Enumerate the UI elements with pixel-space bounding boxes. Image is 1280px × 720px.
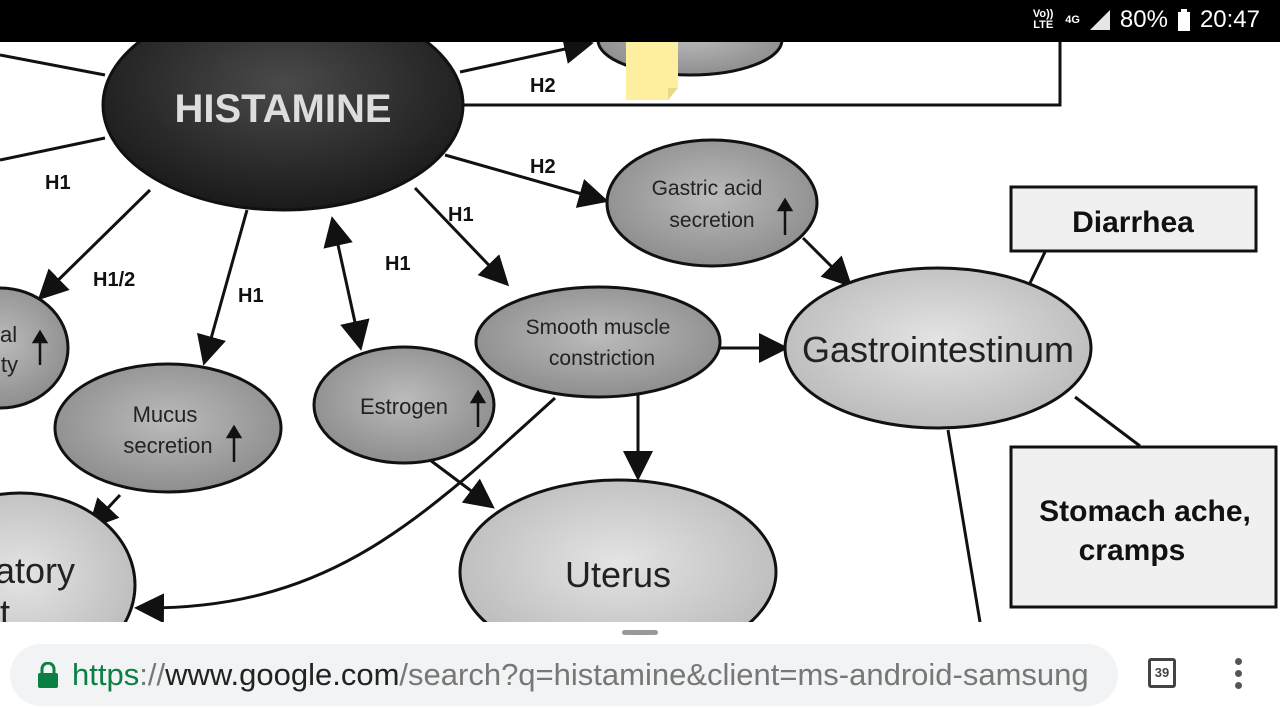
tab-switcher-button[interactable]: 39 xyxy=(1148,658,1176,688)
label-h1-2: H1/2 xyxy=(93,269,135,291)
battery-percent: 80% xyxy=(1119,6,1168,33)
label-h2-gastric: H2 xyxy=(530,156,556,178)
clock: 20:47 xyxy=(1199,6,1260,33)
node-bottom-left-1: atory xyxy=(0,550,75,591)
node-stomach-2: cramps xyxy=(1079,534,1186,567)
url-host: www.google.com xyxy=(165,657,400,692)
url-scheme: https xyxy=(72,657,140,692)
label-h1-left: H1 xyxy=(45,172,71,194)
node-histamine: HISTAMINE xyxy=(174,87,391,131)
node-smooth-2: constriction xyxy=(549,347,655,370)
url-path: /search?q=histamine&client=ms-android-sa… xyxy=(399,657,1089,692)
label-h1-smooth: H1 xyxy=(448,204,474,226)
lock-icon xyxy=(38,662,58,688)
network-indicator: 4G xyxy=(1065,13,1080,26)
node-smooth-1: Smooth muscle xyxy=(526,316,671,339)
drag-handle[interactable] xyxy=(622,630,658,635)
node-bottom-left-2: t xyxy=(0,592,10,622)
status-bar: Vo)) LTE 4G 80% 20:47 xyxy=(0,0,1280,42)
node-gastric-1: Gastric acid xyxy=(652,177,763,200)
label-h2-top: H2 xyxy=(530,75,556,97)
diagram-image: HISTAMINE Gastric acid secretion Diarrhe… xyxy=(0,42,1280,622)
node-diarrhea: Diarrhea xyxy=(1072,206,1194,239)
url-bar[interactable]: https://www.google.com/search?q=histamin… xyxy=(10,644,1118,706)
volte-indicator: Vo)) LTE xyxy=(1032,8,1054,31)
node-estrogen: Estrogen xyxy=(360,394,448,419)
node-gastric-2: secretion xyxy=(669,209,754,232)
sticky-note xyxy=(626,42,678,100)
node-gastrointestinum: Gastrointestinum xyxy=(802,329,1074,370)
more-options-icon[interactable] xyxy=(1226,658,1250,694)
node-mucus-2: secretion xyxy=(123,433,212,458)
label-h1-estrogen: H1 xyxy=(385,253,411,275)
node-uterus: Uterus xyxy=(565,554,671,595)
node-left-1: al xyxy=(0,322,17,347)
url-separator: :// xyxy=(139,657,166,692)
node-stomach-1: Stomach ache, xyxy=(1039,495,1251,528)
label-h1-mucus: H1 xyxy=(238,285,264,307)
signal-icon xyxy=(1089,10,1110,30)
node-mucus-1: Mucus xyxy=(133,402,198,427)
node-left-2: ity xyxy=(0,352,18,377)
battery-icon xyxy=(1177,9,1190,31)
browser-toolbar: https://www.google.com/search?q=histamin… xyxy=(0,622,1280,720)
